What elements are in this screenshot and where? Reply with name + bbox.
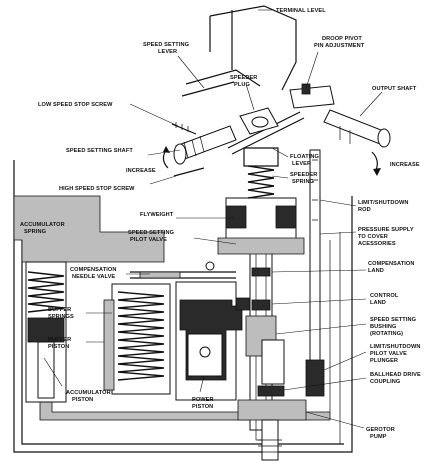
label-speed-setting-bushing-line1: SPEED SETTING — [370, 317, 416, 323]
increase-arrow-left — [162, 146, 170, 169]
label-control-land-line1: CONTROL — [370, 293, 399, 299]
label-speed-setting-bushing-line2: BUSHING — [370, 324, 397, 330]
label-buffer-piston-line1: BUFFER — [48, 337, 71, 343]
label-accumulator-piston-line2: PISTON — [72, 397, 93, 403]
label-limit-shutdown-rod-line2: ROD — [358, 207, 371, 213]
compensation-land — [251, 267, 271, 277]
label-limit-shutdown-pilot-line3: PLUNGER — [370, 358, 398, 364]
label-terminal-level: TERMINAL LEVEL — [276, 8, 326, 14]
diagram-labels: TERMINAL LEVEL DROOP PIVOT PIN ADJUSTMEN… — [20, 8, 421, 440]
accumulator-spring — [27, 271, 65, 313]
label-low-speed-stop-screw: LOW SPEED STOP SCREW — [38, 102, 113, 108]
label-speed-setting-pilot-valve-line2: PILOT VALVE — [130, 237, 167, 243]
label-buffer-springs-line2: SPRINGS — [48, 314, 74, 320]
label-power-piston-line1: POWER — [192, 397, 214, 403]
label-speed-setting-pilot-valve-line1: SPEED SETTING — [128, 230, 174, 236]
limit-shutdown-rod — [305, 149, 325, 397]
leader-lines — [43, 9, 383, 429]
control-land — [251, 299, 271, 311]
label-floating-lever-line2: LEVER — [292, 161, 311, 167]
label-speeder-spring-line2: SPRING — [292, 179, 314, 185]
label-speeder-plug-line2: PLUG — [234, 82, 250, 88]
label-floating-lever-line1: FLOATING — [290, 154, 319, 160]
label-power-piston-line2: PISTON — [192, 404, 213, 410]
label-ballhead-drive-line1: BALLHEAD DRIVE — [370, 372, 421, 378]
label-accumulator-spring-line1: ACCUMULATOR — [20, 222, 65, 228]
flyweight-right — [275, 205, 297, 229]
buffer-piston — [103, 299, 115, 391]
label-gerotor-pump-line1: GEROTOR — [366, 427, 395, 433]
buffer-assembly — [103, 283, 171, 395]
label-output-shaft: OUTPUT SHAFT — [372, 86, 417, 92]
label-pressure-supply-line1: PRESSURE SUPPLY — [358, 227, 414, 233]
label-flyweight: FLYWEIGHT — [140, 212, 174, 218]
label-increase-right: INCREASE — [390, 162, 420, 168]
high-speed-stop-screw — [173, 167, 205, 177]
label-accumulator-piston-line1: ACCUMULATOR — [66, 390, 111, 396]
label-compensation-needle-valve-line2: NEEDLE VALVE — [72, 274, 115, 280]
flyweight-head — [217, 165, 305, 255]
label-buffer-piston-line2: PISTON — [48, 344, 69, 350]
low-speed-stop-screw — [171, 123, 197, 135]
label-gerotor-pump-line2: PUMP — [370, 434, 387, 440]
label-limit-shutdown-rod-line1: LIMIT/SHUTDOWN — [358, 200, 409, 206]
label-high-speed-stop-screw: HIGH SPEED STOP SCREW — [59, 186, 135, 192]
label-speeder-plug-line1: SPEEDER — [230, 75, 257, 81]
power-piston — [187, 333, 223, 377]
label-compensation-land-line2: LAND — [368, 268, 384, 274]
output-shaft — [323, 109, 387, 145]
label-increase-left: INCREASE — [126, 168, 156, 174]
gerotor-pump — [237, 399, 307, 421]
label-limit-shutdown-pilot-line1: LIMIT/SHUTDOWN — [370, 344, 421, 350]
label-accumulator-spring-line2: SPRING — [24, 229, 46, 235]
flyweight-left — [225, 205, 247, 229]
label-speeder-spring-line1: SPEEDER — [290, 172, 317, 178]
compensation-needle-valve — [130, 261, 236, 279]
limit-shutdown-pilot-plunger — [305, 359, 325, 397]
top-linkage — [171, 5, 391, 177]
ballhead-drive-coupling — [257, 385, 285, 397]
label-speed-setting-shaft: SPEED SETTING SHAFT — [66, 148, 133, 154]
accumulator — [25, 261, 67, 403]
label-compensation-needle-valve-line1: COMPENSATION — [70, 267, 116, 273]
buffer-springs — [117, 291, 165, 381]
label-limit-shutdown-pilot-line2: PILOT VALVE — [370, 351, 407, 357]
speeder-spring — [247, 165, 275, 199]
label-speed-setting-lever-line2: LEVER — [158, 49, 177, 55]
increase-arrow-right — [371, 151, 381, 176]
label-pressure-supply-line2: TO COVER — [358, 234, 388, 240]
label-control-land-line2: LAND — [370, 300, 386, 306]
label-droop-pivot-line1: DROOP PIVOT — [322, 36, 362, 42]
label-droop-pivot-line2: PIN ADJUSTMENT — [314, 43, 365, 49]
label-buffer-springs-line1: BUFFER — [48, 307, 71, 313]
label-compensation-land-line1: COMPENSATION — [368, 261, 414, 267]
power-piston-assembly — [175, 281, 263, 401]
speed-setting-lever — [185, 69, 261, 87]
label-speed-setting-lever-line1: SPEED SETTING — [143, 42, 189, 48]
label-pressure-supply-line3: ACESSORIES — [358, 241, 396, 247]
pilot-valve-column — [237, 229, 307, 461]
label-speed-setting-bushing-line3: (ROTATING) — [370, 331, 403, 337]
label-ballhead-drive-line2: COUPLING — [370, 379, 400, 385]
